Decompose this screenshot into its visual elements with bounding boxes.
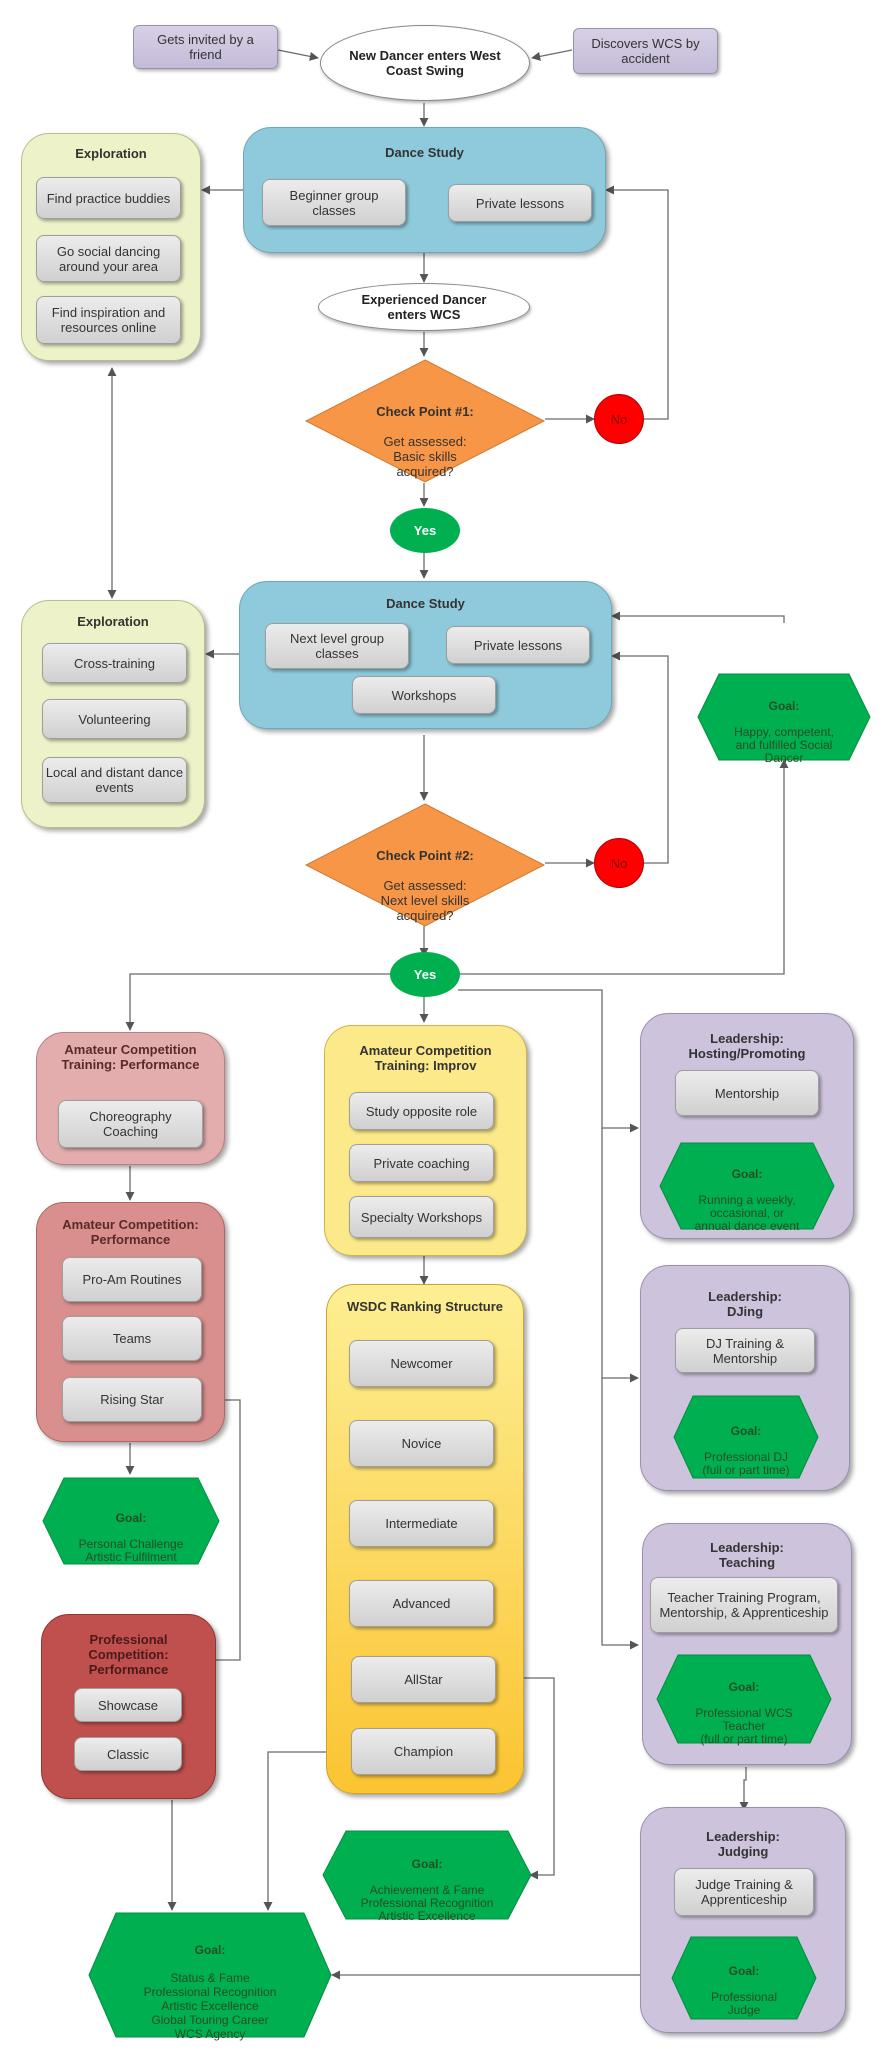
goal-judging-hexagon [671,1936,817,2020]
mentorship-box: Mentorship [675,1070,819,1116]
leadership-teaching-title: Leadership: Teaching [710,1540,784,1570]
go-social-dancing-box: Go social dancing around your area [36,235,181,282]
checkpoint-2-text: Get assessed: Next level skills acquired… [380,878,470,923]
find-inspiration-box: Find inspiration and resources online [36,296,181,344]
goal-teaching-hexagon [656,1654,832,1744]
wsdc-level-intermediate: Intermediate [349,1500,494,1547]
goal-social-label: Goal: Happy, competent, and fulfilled So… [709,687,859,778]
professional-competition-performance-title: Professional Competition: Performance [88,1632,169,1677]
goal-personal-title: Goal: [115,1511,147,1525]
dance-study-2-title: Dance Study [386,596,465,611]
new-dancer-node: New Dancer enters West Coast Swing [320,25,530,101]
goal-teaching-label: Goal: Professional WCS Teacher (full or … [670,1668,818,1759]
wsdc-level-champion: Champion [351,1728,496,1775]
beginner-group-classes-box: Beginner group classes [262,179,406,226]
goal-personal-label: Goal: Personal Challenge Artistic Fulfil… [57,1499,205,1577]
checkpoint-2-label: Check Point #2: Get assessed: Next level… [324,833,526,938]
goal-dj-title: Goal: [730,1424,762,1438]
exploration-1-title: Exploration [75,146,147,161]
workshops-box: Workshops [352,676,496,714]
amateur-competition-performance-title: Amateur Competition: Performance [62,1217,199,1247]
leadership-hosting-title: Leadership: Hosting/Promoting [688,1031,806,1061]
goal-judging-title: Goal: [728,1964,760,1978]
volunteering-box: Volunteering [42,699,187,739]
find-practice-buddies-box: Find practice buddies [36,177,181,219]
checkpoint-2-no: No [594,838,644,888]
wsdc-level-advanced: Advanced [349,1580,494,1627]
goal-hosting-label: Goal: Running a weekly, occasional, or a… [673,1155,821,1246]
study-opposite-role-box: Study opposite role [349,1092,494,1130]
rising-star-box: Rising Star [62,1377,202,1422]
goal-status-text: Status & Fame Professional Recognition A… [143,1971,277,2041]
next-level-group-classes-box: Next level group classes [265,623,409,669]
specialty-workshops-box: Specialty Workshops [349,1196,494,1238]
goal-hosting-title: Goal: [731,1167,763,1181]
goal-judging-label: Goal: Professional Judge [681,1952,807,2030]
leadership-judging-title: Leadership: Judging [706,1829,780,1859]
goal-achievement-text: Achievement & Fame Professional Recognit… [360,1883,494,1923]
goal-achievement-title: Goal: [411,1857,443,1871]
goal-social-title: Goal: [768,699,800,713]
checkpoint-2-yes: Yes [390,952,460,997]
wsdc-level-newcomer: Newcomer [349,1340,494,1387]
private-coaching-box: Private coaching [349,1144,494,1182]
gets-invited-node: Gets invited by a friend [133,25,278,69]
goal-judging-text: Professional Judge [710,1990,778,2017]
wsdc-level-allstar: AllStar [351,1656,496,1703]
amateur-training-performance-title: Amateur Competition Training: Performanc… [61,1042,200,1072]
checkpoint-1-text: Get assessed: Basic skills acquired? [383,434,467,479]
leadership-djing-title: Leadership: DJing [708,1289,782,1319]
goal-social-hexagon [697,673,871,761]
checkpoint-1-title: Check Point #1: [376,404,474,419]
checkpoint-1-yes: Yes [390,508,460,553]
checkpoint-2-diamond [304,803,546,927]
discovers-wcs-node: Discovers WCS by accident [573,28,718,74]
goal-dj-text: Professional DJ (full or part time) [702,1450,790,1477]
goal-hosting-text: Running a weekly, occasional, or annual … [694,1193,800,1233]
dj-training-box: DJ Training & Mentorship [675,1328,815,1373]
checkpoint-1-no: No [594,394,644,444]
experienced-dancer-node: Experienced Dancer enters WCS [318,283,530,331]
dance-study-1-title: Dance Study [385,145,464,160]
cross-training-box: Cross-training [42,643,187,683]
teams-box: Teams [62,1316,202,1361]
showcase-box: Showcase [74,1688,182,1722]
wsdc-ranking-title: WSDC Ranking Structure [346,1299,503,1314]
pro-am-routines-box: Pro-Am Routines [62,1257,202,1302]
choreography-coaching-box: Choreography Coaching [58,1100,203,1148]
goal-teaching-text: Professional WCS Teacher (full or part t… [695,1706,793,1746]
checkpoint-2-title: Check Point #2: [376,848,474,863]
goal-status-hexagon [88,1912,332,2038]
goal-status-label: Goal: Status & Fame Professional Recogni… [108,1929,312,2055]
goal-hosting-hexagon [659,1142,835,1230]
local-distant-events-box: Local and distant dance events [42,757,187,803]
teacher-training-box: Teacher Training Program, Mentorship, & … [650,1577,838,1633]
amateur-training-improv-title: Amateur Competition Training: Improv [359,1043,492,1073]
classic-box: Classic [74,1737,182,1771]
checkpoint-1-diamond [304,359,546,483]
private-lessons-box-1: Private lessons [448,184,592,222]
goal-personal-hexagon [42,1477,220,1565]
judge-training-box: Judge Training & Apprenticeship [674,1868,814,1916]
checkpoint-1-label: Check Point #1: Get assessed: Basic skil… [324,389,526,494]
exploration-2-title: Exploration [77,614,149,629]
goal-teaching-title: Goal: [728,1680,760,1694]
goal-personal-text: Personal Challenge Artistic Fulfilment [78,1537,184,1564]
wsdc-level-novice: Novice [349,1420,494,1467]
private-lessons-box-2: Private lessons [446,626,590,664]
goal-achievement-hexagon [322,1830,532,1920]
goal-status-title: Goal: [194,1943,226,1957]
goal-dj-hexagon [673,1395,819,1479]
goal-achievement-label: Goal: Achievement & Fame Professional Re… [332,1845,522,1936]
goal-social-text: Happy, competent, and fulfilled Social D… [734,725,834,765]
goal-dj-label: Goal: Professional DJ (full or part time… [683,1412,809,1490]
